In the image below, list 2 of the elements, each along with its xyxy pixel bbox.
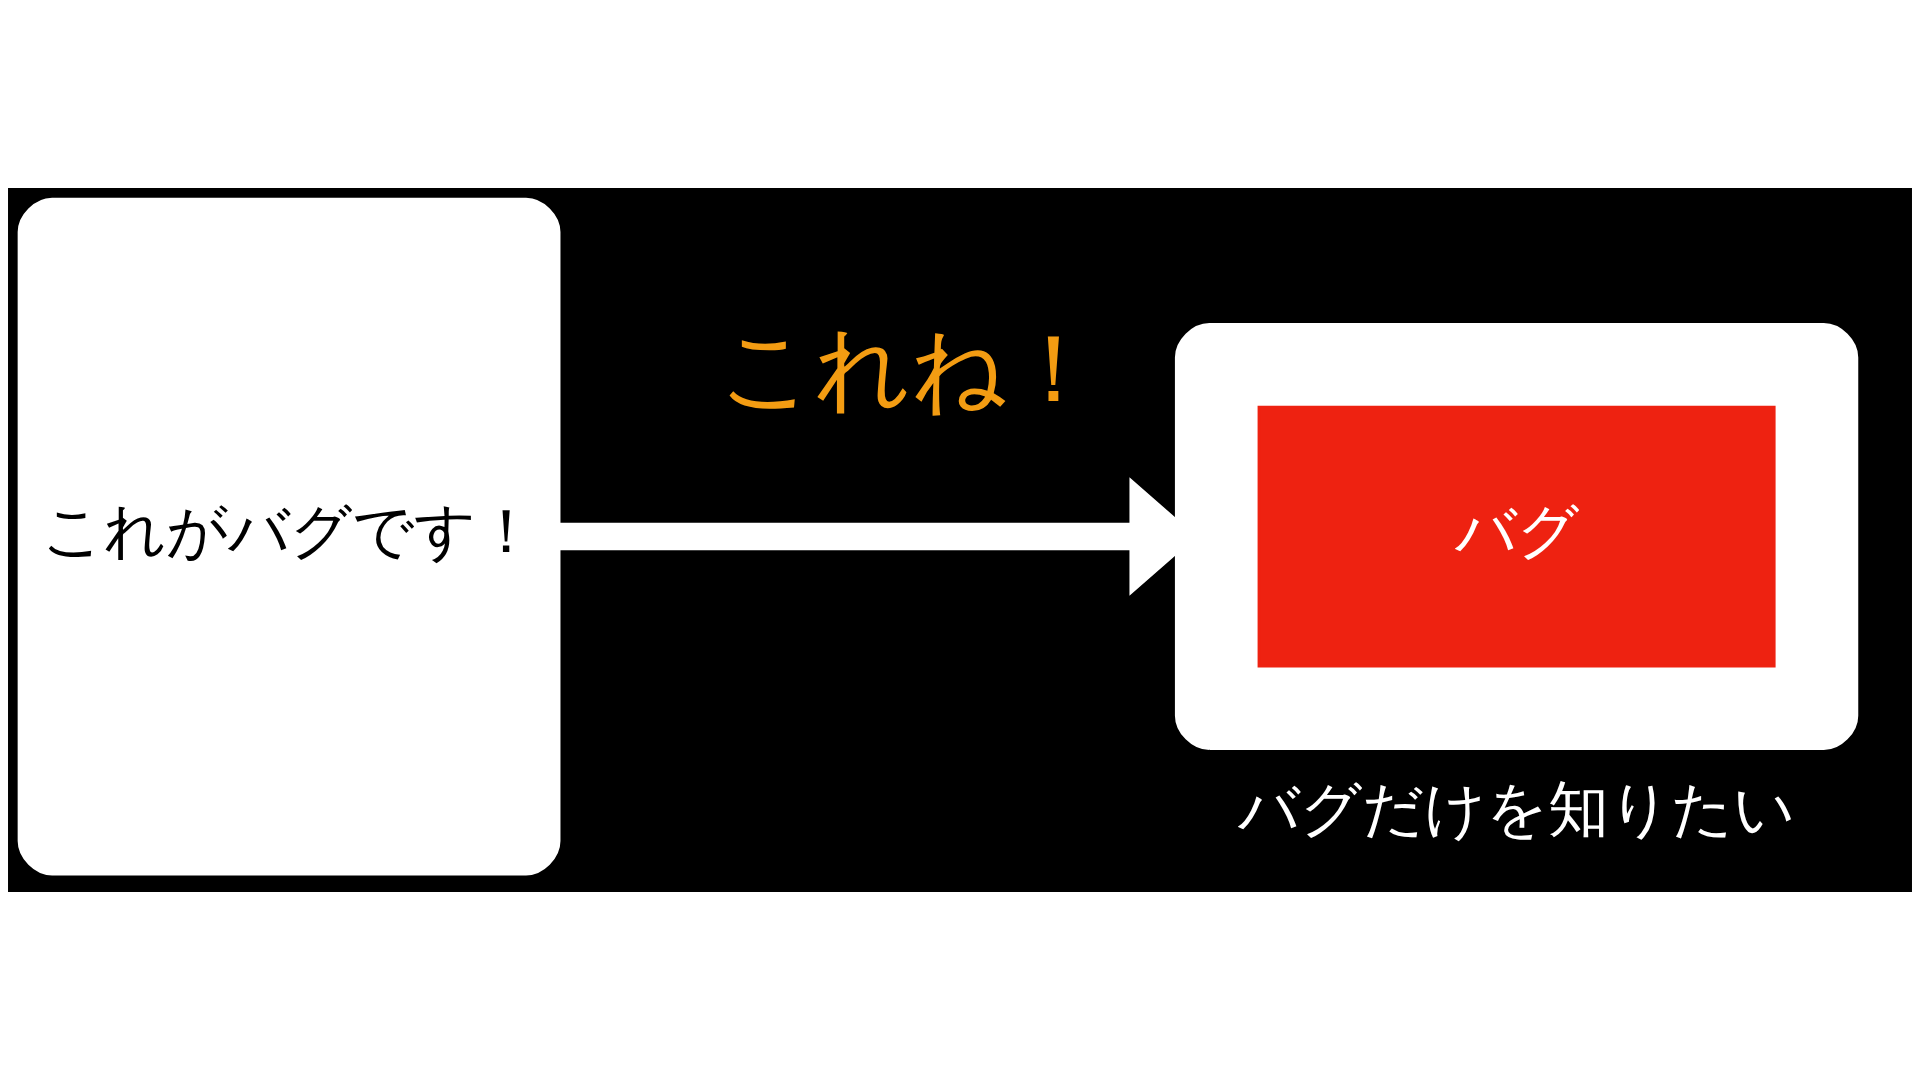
edge-label: これね！ [718,313,1101,423]
node-label: バグだけを知りたい [1238,774,1796,845]
